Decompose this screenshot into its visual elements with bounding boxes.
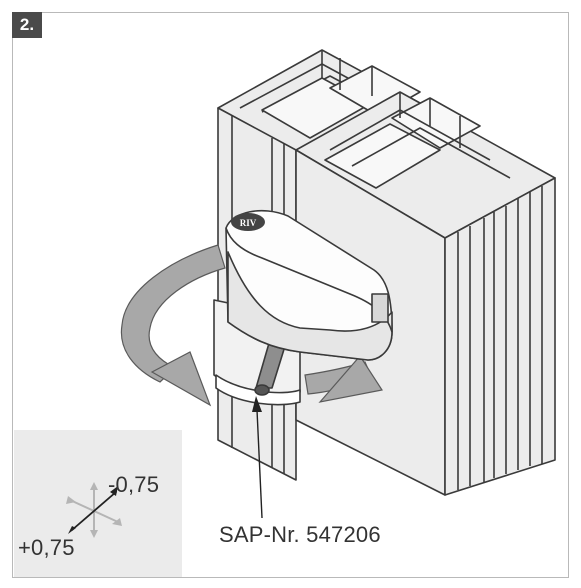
svg-text:RIV: RIV [240,218,257,228]
hinge-body: RIV [213,209,393,406]
adjust-plus-label: +0,75 [18,535,75,560]
part-number-label: SAP-Nr. 547206 [219,522,381,547]
cover-clip [371,293,389,323]
brand-logo-icon: RIV [231,213,265,231]
adjustment-inset [14,430,182,577]
part-callout-pointer [252,396,263,519]
rotation-arrow-left [120,244,226,407]
step-number-badge: 2. [12,12,42,38]
adjustment-screw [254,384,270,396]
adjust-minus-label: -0,75 [108,472,160,497]
adjustment-axes-icon [66,482,122,538]
rotation-arrow-right [304,355,383,403]
